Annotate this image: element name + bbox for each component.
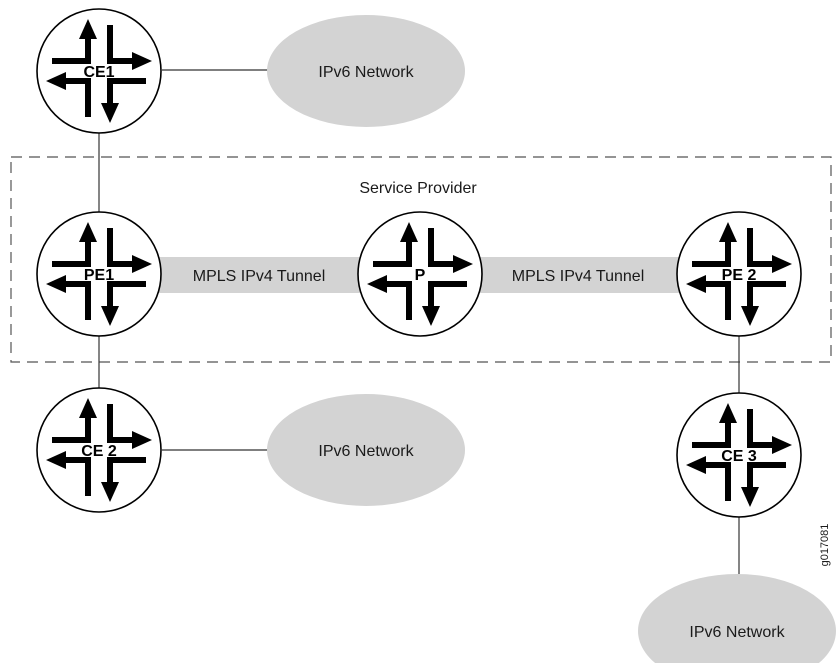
router-ce2-label: CE 2 xyxy=(81,443,117,460)
router-pe2-label: PE 2 xyxy=(722,267,757,284)
router-ce3-label: CE 3 xyxy=(721,448,757,465)
ipv6-network-top xyxy=(267,15,465,127)
ipv6-network-top-label: IPv6 Network xyxy=(318,64,414,81)
router-pe1-label: PE1 xyxy=(84,267,114,284)
ipv6-network-middle xyxy=(267,394,465,506)
router-pe2: PE 2 xyxy=(677,212,801,336)
tunnel-p-pe2 xyxy=(475,257,682,293)
figure-id: g017081 xyxy=(819,524,831,567)
router-pe1: PE1 xyxy=(37,212,161,336)
ipv6-network-middle-label: IPv6 Network xyxy=(318,443,414,460)
service-provider-label: Service Provider xyxy=(359,180,477,197)
ipv6-network-bottom xyxy=(638,574,836,663)
router-ce1: CE1 xyxy=(37,9,161,133)
router-p: P xyxy=(358,212,482,336)
tunnel-pe1-p-label: MPLS IPv4 Tunnel xyxy=(193,268,326,285)
tunnel-pe1-p xyxy=(155,257,367,293)
service-provider-boundary xyxy=(10,156,832,363)
router-ce1-label: CE1 xyxy=(83,64,114,81)
router-ce3: CE 3 xyxy=(677,393,801,517)
router-p-label: P xyxy=(415,267,426,284)
ipv6-network-bottom-label: IPv6 Network xyxy=(689,624,785,641)
tunnel-p-pe2-label: MPLS IPv4 Tunnel xyxy=(512,268,645,285)
router-ce2: CE 2 xyxy=(37,388,161,512)
